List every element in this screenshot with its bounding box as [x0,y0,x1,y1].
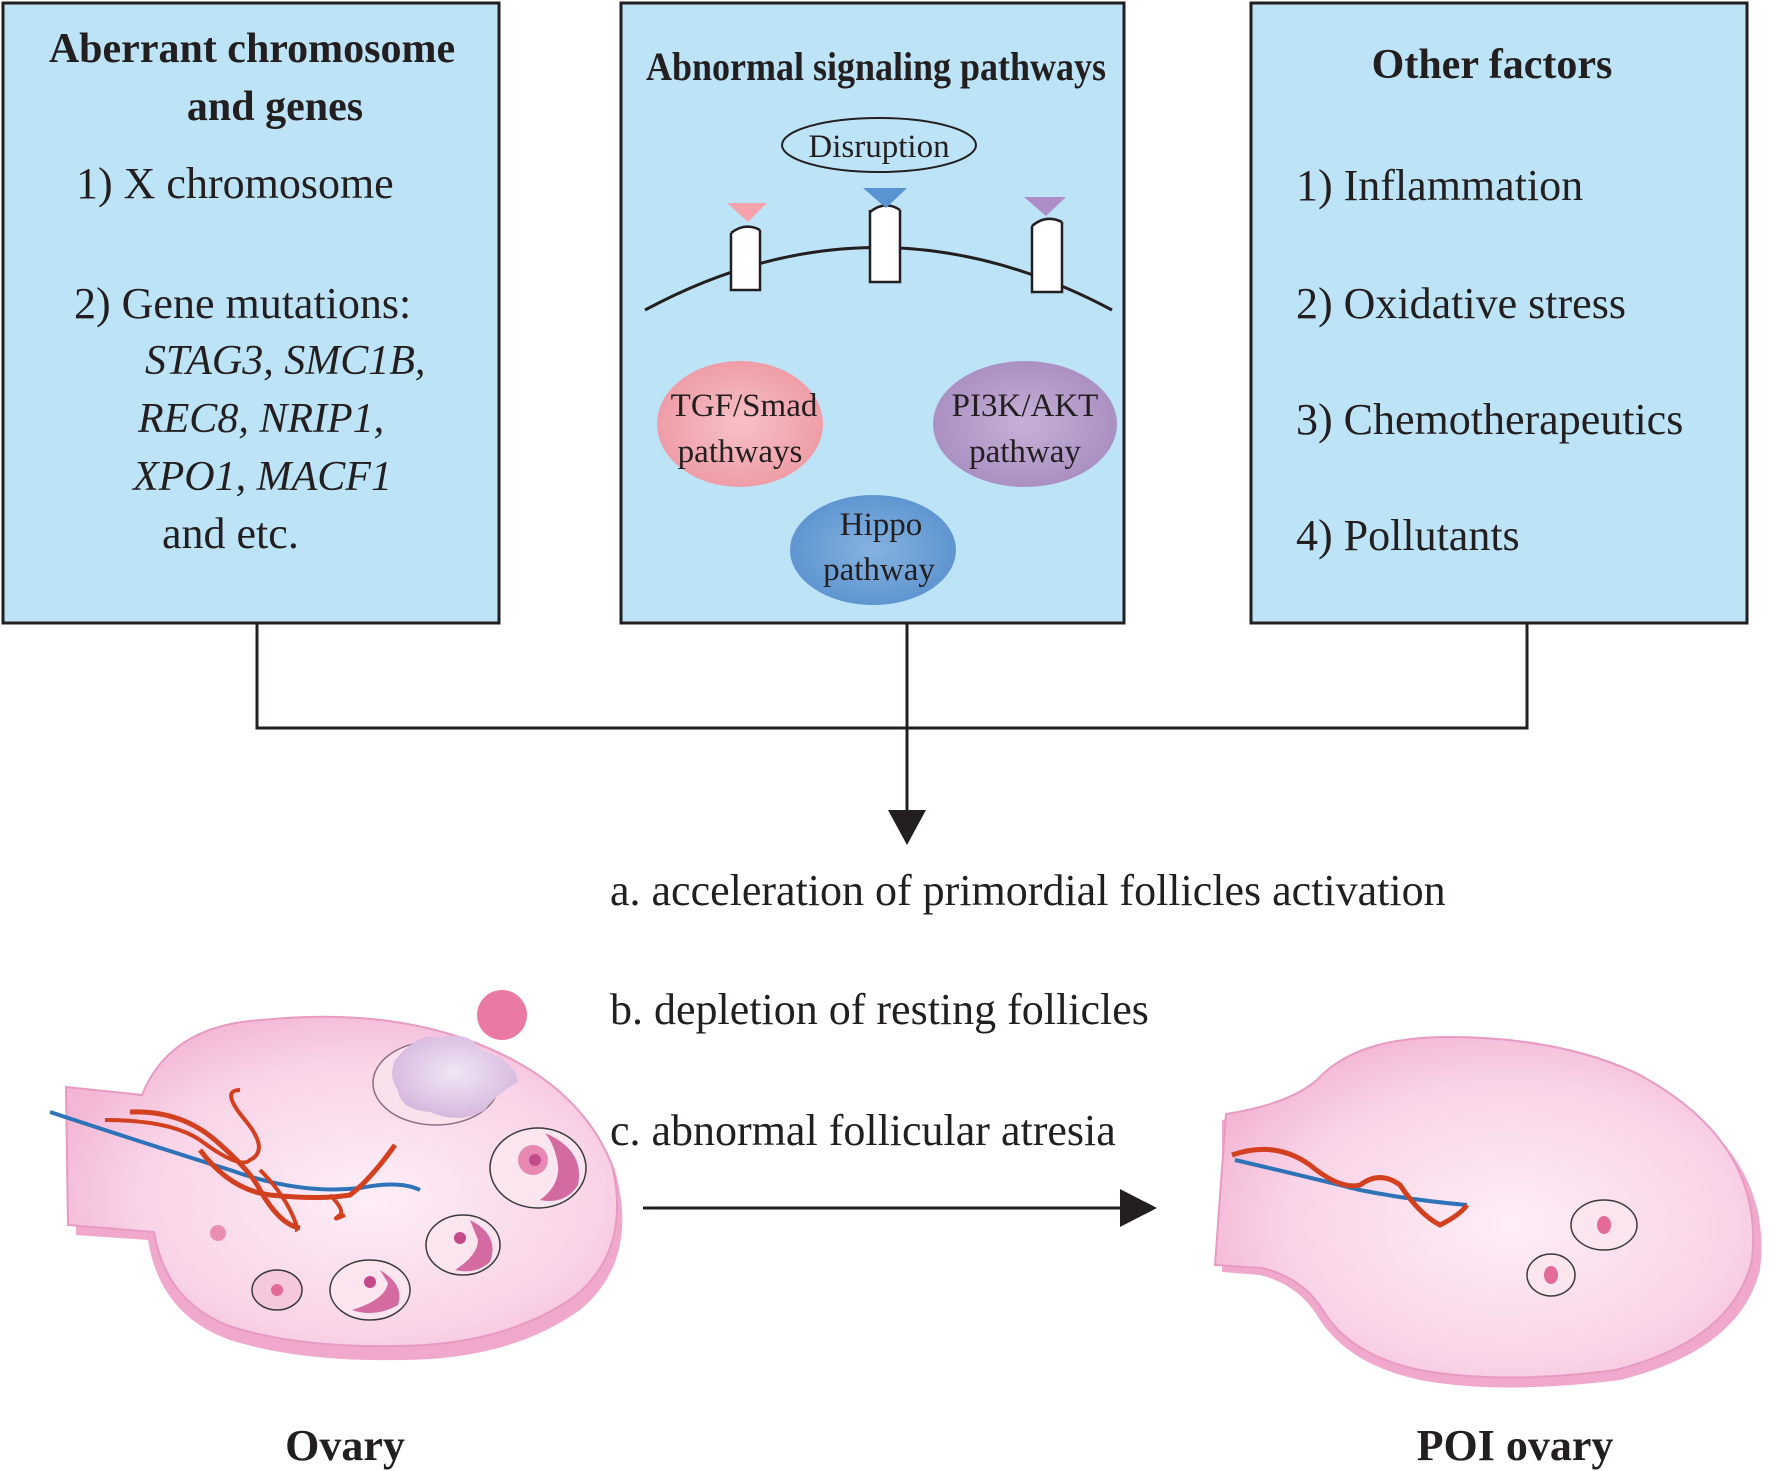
ovary-illustration [49,990,623,1361]
pi3k-label-line2: pathway [969,434,1081,470]
left-tail-etc: and etc. [162,509,299,558]
pi3k-akt-ellipse [933,361,1117,487]
left-item-gene-mutations: 2) Gene mutations: [74,279,411,328]
ligand-pink-icon [727,203,767,222]
ligand-purple-icon [1024,197,1066,216]
follicle-large [489,1127,587,1209]
tgf-smad-ellipse [657,361,823,487]
poi-vessel-blue [1234,1158,1468,1207]
box-signaling-pathways: Abnormal signaling pathways Disruption T… [619,1,1126,625]
vessel-red [129,1109,301,1231]
outcome-acceleration: a. acceleration of primordial follicles … [610,866,1446,915]
hippo-label-line2: pathway [823,552,935,588]
right-item-oxidative-stress: 2) Oxidative stress [1296,279,1626,328]
disruption-label: Disruption [808,129,949,165]
poi-ovary-body [1213,1035,1755,1379]
poi-vessel-red [1231,1146,1470,1228]
left-gene-line3: XPO1, MACF1 [131,454,392,500]
receptor-left [727,203,767,292]
box-aberrant-chromosome: Aberrant chromosome and genes 1) X chrom… [1,1,501,625]
left-title-line2: and genes [187,84,363,130]
right-item-inflammation: 1) Inflammation [1296,161,1583,210]
middle-title: Abnormal signaling pathways [646,44,1106,89]
right-item-pollutants: 4) Pollutants [1296,511,1520,560]
pi3k-label-line1: PI3K/AKT [952,388,1099,424]
released-oocyte [477,990,527,1040]
tgf-label-line1: TGF/Smad [671,388,818,424]
receptor-middle [863,188,907,284]
box-other-factors: Other factors 1) Inflammation 2) Oxidati… [1249,1,1749,625]
tgf-label-line2: pathways [678,434,803,470]
poi-follicle-2 [1526,1253,1576,1297]
caption-ovary: Ovary [285,1421,405,1470]
hippo-label-line1: Hippo [840,507,923,543]
follicle-primordial [210,1225,226,1241]
box-left-frame [1,1,501,625]
connector-lines [255,623,1529,845]
ovulating-follicle [392,1035,518,1119]
arrow-down-icon [888,810,926,845]
right-item-chemotherapeutics: 3) Chemotherapeutics [1296,395,1683,444]
right-title: Other factors [1372,42,1613,88]
outcome-depletion: b. depletion of resting follicles [610,985,1149,1034]
poi-follicle-1 [1570,1199,1638,1251]
outcome-atresia: c. abnormal follicular atresia [610,1106,1116,1155]
follicle-medium-2 [329,1259,411,1321]
receptor-right [1024,197,1066,294]
left-gene-line1: STAG3, SMC1B, [145,338,425,384]
follicle-medium-1 [425,1214,501,1276]
left-gene-line2: REC8, NRIP1, [137,396,384,442]
box-right-frame [1249,1,1749,625]
disruption-ellipse [781,117,977,173]
ligand-blue-icon [863,188,907,208]
caption-poi-ovary: POI ovary [1417,1421,1614,1470]
left-title-line1: Aberrant chromosome [49,26,455,72]
connector-bracket [255,623,1529,730]
poi-ovary-illustration [1213,1035,1762,1388]
arrow-right-icon [1120,1189,1157,1227]
hippo-ellipse [790,495,956,605]
follicle-small [251,1269,303,1311]
vessel-blue [49,1110,421,1192]
left-item-x-chromosome: 1) X chromosome [76,159,394,208]
